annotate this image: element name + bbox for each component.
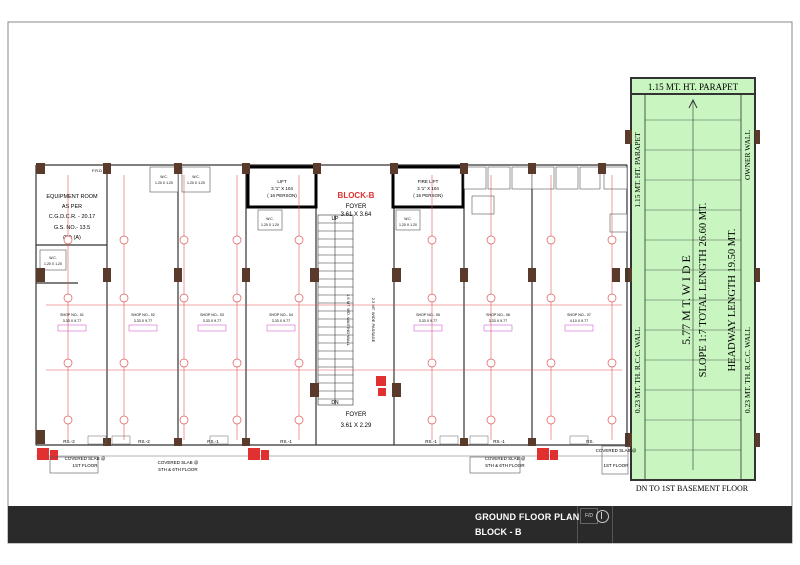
- fire-lift-shaft: [391, 165, 465, 209]
- shop-label: SHOP NO.- 05: [416, 313, 440, 317]
- staircase: [317, 214, 354, 406]
- ramp-width-text: 5.77 M T. W I D E: [679, 255, 693, 345]
- shop-dim: 3.33 X 9.77: [63, 319, 81, 323]
- shop-dim: 3.33 X 9.77: [419, 319, 437, 323]
- covered-slab-notes: COVERED SLAB @ 1ST FLOOR COVERED SLAB @ …: [65, 448, 637, 472]
- rs-label: RS.-1: [207, 439, 219, 444]
- wc-label: W.C.: [192, 175, 200, 179]
- wc-dim: 1.20 X 1.20: [261, 223, 279, 227]
- shop-label: SHOP NO.- 01: [60, 313, 84, 317]
- carpet-area-tags: [57, 324, 594, 332]
- north-arrow-icon: [596, 510, 609, 523]
- rs-label: RS.: [586, 439, 594, 444]
- lift-label: LIFT: [277, 179, 287, 184]
- fire-lift-capacity: ( 16 PERSON): [413, 193, 443, 198]
- rs-label: RS.-2: [138, 439, 150, 444]
- ramp-slope-text: SLOPE 1:7 TOTAL LENGTH 26.60 MT.: [698, 203, 709, 378]
- shop-label: SHOP NO.- 04: [269, 313, 293, 317]
- shop-dim: 4.10 X 9.77: [570, 319, 588, 323]
- title-block: [8, 506, 792, 543]
- wc-label: W.C.: [160, 175, 168, 179]
- ramp: 1.15 MT. HT. PARAPET 1.15 MT. HT. PARAPE…: [625, 77, 760, 493]
- drawing-subtitle: BLOCK - B: [475, 527, 522, 537]
- front-steps: [36, 435, 627, 457]
- ramp-headway-text: HEADWAY LENGTH 19.50 MT.: [727, 229, 738, 372]
- fire-lift-label: FIRE LIFT: [418, 179, 439, 184]
- passage-note: 2.3 MT. WIDE PASSAGE: [371, 298, 376, 343]
- shop-dim: 3.33 X 9.77: [272, 319, 290, 323]
- slab-l1: COVERED SLAB @: [158, 460, 199, 465]
- wc-dim: 1.20 X 1.20: [399, 223, 417, 227]
- rcc-wall-right-text: 0.23 MT. TH. R.C.C. WALL: [743, 326, 752, 413]
- title-block-divider: [612, 506, 613, 543]
- slab-l1: COVERED SLAB @: [485, 456, 526, 461]
- equipment-room-l2: AS PER: [62, 204, 82, 210]
- sheet-border: [7, 21, 793, 544]
- equipment-room-l4: G.S. NO.- 13.5: [54, 225, 90, 231]
- slab-l2: 5TH & 6TH FLOOR: [485, 463, 525, 468]
- slab-l2: 5TH & 6TH FLOOR: [158, 467, 198, 472]
- wc-label: W.C.: [404, 217, 412, 221]
- title-block-divider: [577, 506, 578, 543]
- slab-l1: COVERED SLAB @: [596, 448, 637, 453]
- slab-l2: 1ST FLOOR: [604, 463, 630, 468]
- owner-wall-text: OWNER WALL: [743, 130, 752, 180]
- rs-label: RS.-2: [63, 439, 75, 444]
- lift-dim: 3.'1" X 104: [271, 186, 293, 191]
- shop-label: SHOP NO.- 02: [131, 313, 155, 317]
- wc-dim: 1.20 X 1.20: [187, 181, 205, 185]
- wc-dim: 1.20 X 1.20: [155, 181, 173, 185]
- toilet-blocks: [39, 166, 628, 271]
- stair-note: 1.5 MT. WD. WAITING WALL: [346, 294, 351, 347]
- shop-label: SHOP NO.- 06: [486, 313, 510, 317]
- shop-label: SHOP NO.- 03: [200, 313, 224, 317]
- rs-label: RS.-1: [280, 439, 292, 444]
- foyer-bottom-label: FOYER: [346, 412, 367, 418]
- columns: [36, 163, 620, 446]
- ramp-parapet-side-text: 1.15 MT. HT. PARAPET: [633, 132, 642, 208]
- shop-dim: 3.33 X 9.77: [489, 319, 507, 323]
- block-label: BLOCK-B: [338, 191, 375, 200]
- wc-label: W.C.: [266, 217, 274, 221]
- lift-shaft: [246, 165, 318, 209]
- rs-labels: RS.-2 RS.-2 RS.-1 RS.-1 RS.-1 RS.-1 RS.: [63, 439, 594, 444]
- rs-label: RS.-1: [425, 439, 437, 444]
- equipment-room-l1: EQUIPMENT ROOM: [46, 194, 98, 200]
- slab-l2: 1ST FLOOR: [73, 463, 99, 468]
- foyer-top-dim: 3.61 X 3.64: [341, 212, 372, 218]
- ramp-parapet-text: 1.15 MT. HT. PARAPET: [648, 82, 739, 92]
- rcc-wall-left-text: 0.23 MT. TH. R.C.C. WALL: [633, 326, 642, 413]
- shop-dim: 3.33 X 9.77: [134, 319, 152, 323]
- equipment-room-l5: (IV) (A): [63, 235, 81, 241]
- fire-lift-dim: 3.'1" X 104: [417, 186, 439, 191]
- slab-l1: COVERED SLAB @: [65, 456, 106, 461]
- shop-label: SHOP NO.- 07: [567, 313, 591, 317]
- equipment-room-l3: C.G.D.C.R. - 20.17: [49, 214, 95, 220]
- ramp-down-text: DN TO 1ST BASEMENT FLOOR: [636, 484, 749, 493]
- stair-up-label: UP: [332, 216, 340, 222]
- lift-capacity: ( 16 PERSON): [267, 193, 297, 198]
- wc-label: W.C.: [49, 256, 57, 260]
- column-grid: [46, 175, 622, 440]
- foyer-bottom-dim: 3.61 X 2.29: [341, 423, 372, 429]
- entrance-hatch: [37, 376, 558, 460]
- rs-label: RS.-1: [493, 439, 505, 444]
- drawing-title: GROUND FLOOR PLAN: [475, 512, 580, 522]
- foyer-top-label: FOYER: [346, 204, 367, 210]
- stair-dn-label: DN: [331, 400, 339, 406]
- fire-label: F.R.D: [92, 168, 102, 173]
- shop-labels: SHOP NO.- 01 3.33 X 9.77 SHOP NO.- 02 3.…: [60, 313, 591, 323]
- column-markers: [63, 235, 617, 425]
- wc-dim: 1.20 X 1.20: [44, 262, 62, 266]
- shop-dim: 3.33 X 9.77: [203, 319, 221, 323]
